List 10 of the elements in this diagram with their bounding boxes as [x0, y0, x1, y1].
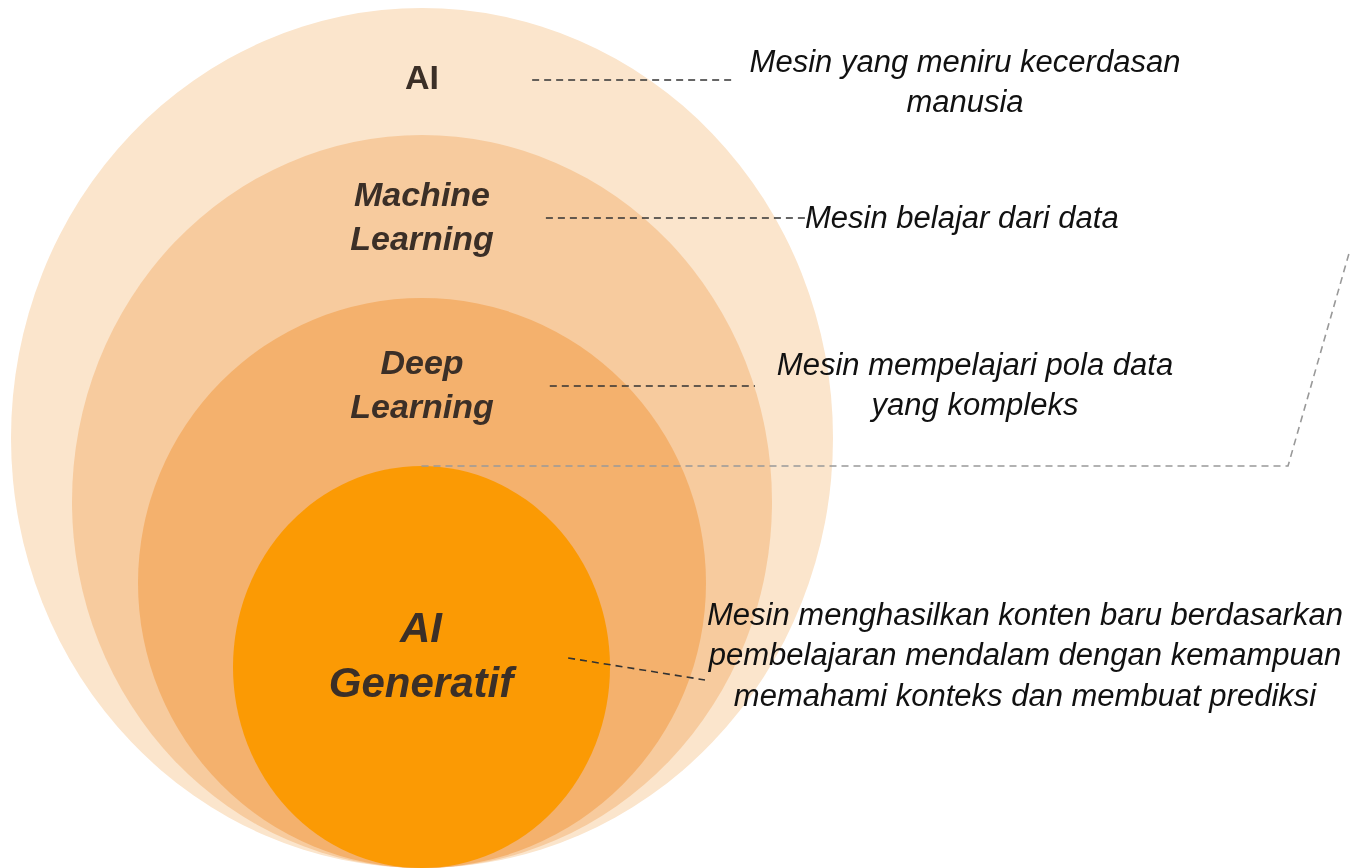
leader-line [545, 217, 806, 219]
description-text: Mesin belajar dari data [805, 199, 1119, 237]
circle-label: Machine Learning [349, 174, 495, 260]
description-text: Mesin mempelajari pola data yang kompleks [775, 346, 1175, 425]
description-text: Mesin yang meniru kecerdasan manusia [748, 43, 1182, 122]
circle-label: AI Generatif [321, 601, 521, 711]
circle-label: Deep Learning [349, 342, 495, 428]
circle-label: AI [404, 57, 440, 98]
description-text: Mesin menghasilkan konten baru berdasarkan pembelajaran mendalam dengan kemampuan memahami konteks dan membuat prediksi [706, 596, 1344, 715]
leader-line [549, 385, 756, 387]
